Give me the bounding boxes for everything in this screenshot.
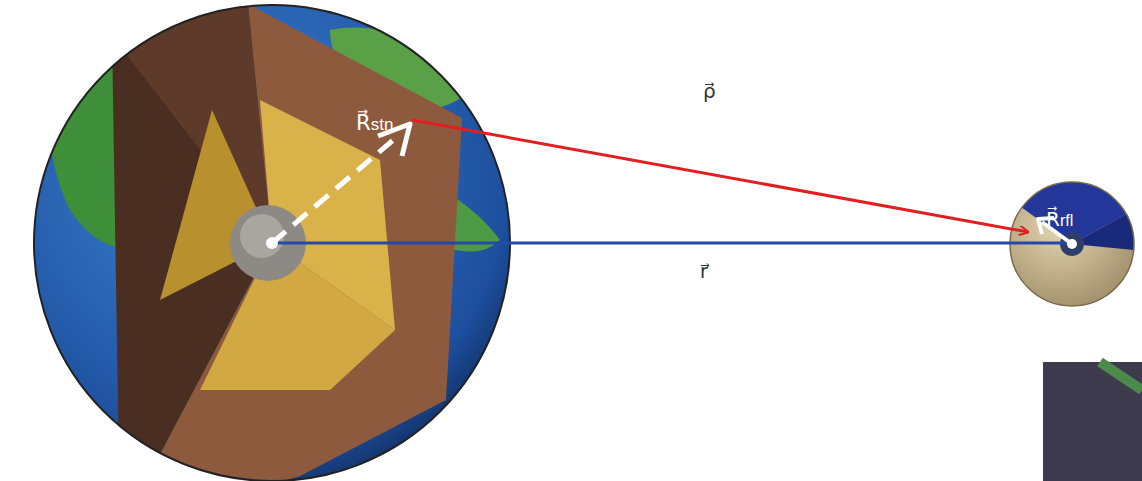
station-vector-label: R⃗stn [356, 112, 393, 135]
reflector-vector-label-wrap: R⃗rfl [1046, 208, 1073, 230]
rho-vector [412, 120, 1028, 232]
station-vector-label-wrap: R⃗stn [356, 112, 393, 135]
moon [1006, 176, 1134, 306]
r-vector-label: r⃗ [700, 262, 708, 283]
rho-vector-label: ρ⃗ [703, 80, 716, 102]
reflector-vector-label: R⃗rfl [1046, 208, 1073, 230]
photo-fragment [1043, 362, 1142, 481]
station-vector [272, 136, 398, 243]
r-vector-label-wrap: r⃗ [700, 262, 708, 283]
rho-vector-label-wrap: ρ⃗ [703, 80, 716, 102]
photo-stripe [1100, 362, 1142, 390]
r-vector [272, 242, 1072, 245]
